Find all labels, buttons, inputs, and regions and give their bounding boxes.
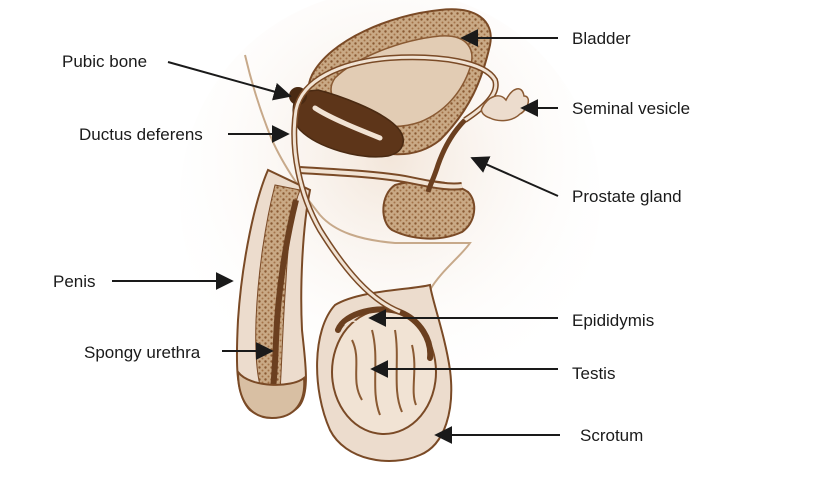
arrow-prostate-gland bbox=[470, 156, 559, 197]
ductus-deferens-inner bbox=[292, 55, 498, 314]
arrow-pubic-bone bbox=[167, 61, 292, 101]
seminal-vesicle-duct bbox=[425, 118, 467, 193]
prostatic-urethra-inner bbox=[299, 168, 463, 189]
label-seminal-vesicle: Seminal vesicle bbox=[572, 99, 691, 118]
label-epididymis: Epididymis bbox=[572, 311, 655, 330]
label-spongy-urethra: Spongy urethra bbox=[84, 343, 201, 362]
label-prostate-gland: Prostate gland bbox=[572, 187, 682, 206]
pelvic-body-outline bbox=[244, 54, 472, 291]
label-bladder: Bladder bbox=[572, 29, 631, 48]
glans-shape bbox=[236, 369, 306, 420]
label-penis: Penis bbox=[53, 272, 96, 291]
pubic-bone-highlight bbox=[312, 105, 383, 141]
label-scrotum: Scrotum bbox=[580, 426, 644, 445]
label-pubic-bone: Pubic bone bbox=[62, 52, 148, 71]
label-ductus-deferens: Ductus deferens bbox=[79, 125, 203, 144]
leader-lines bbox=[112, 29, 560, 444]
label-testis: Testis bbox=[572, 364, 616, 383]
